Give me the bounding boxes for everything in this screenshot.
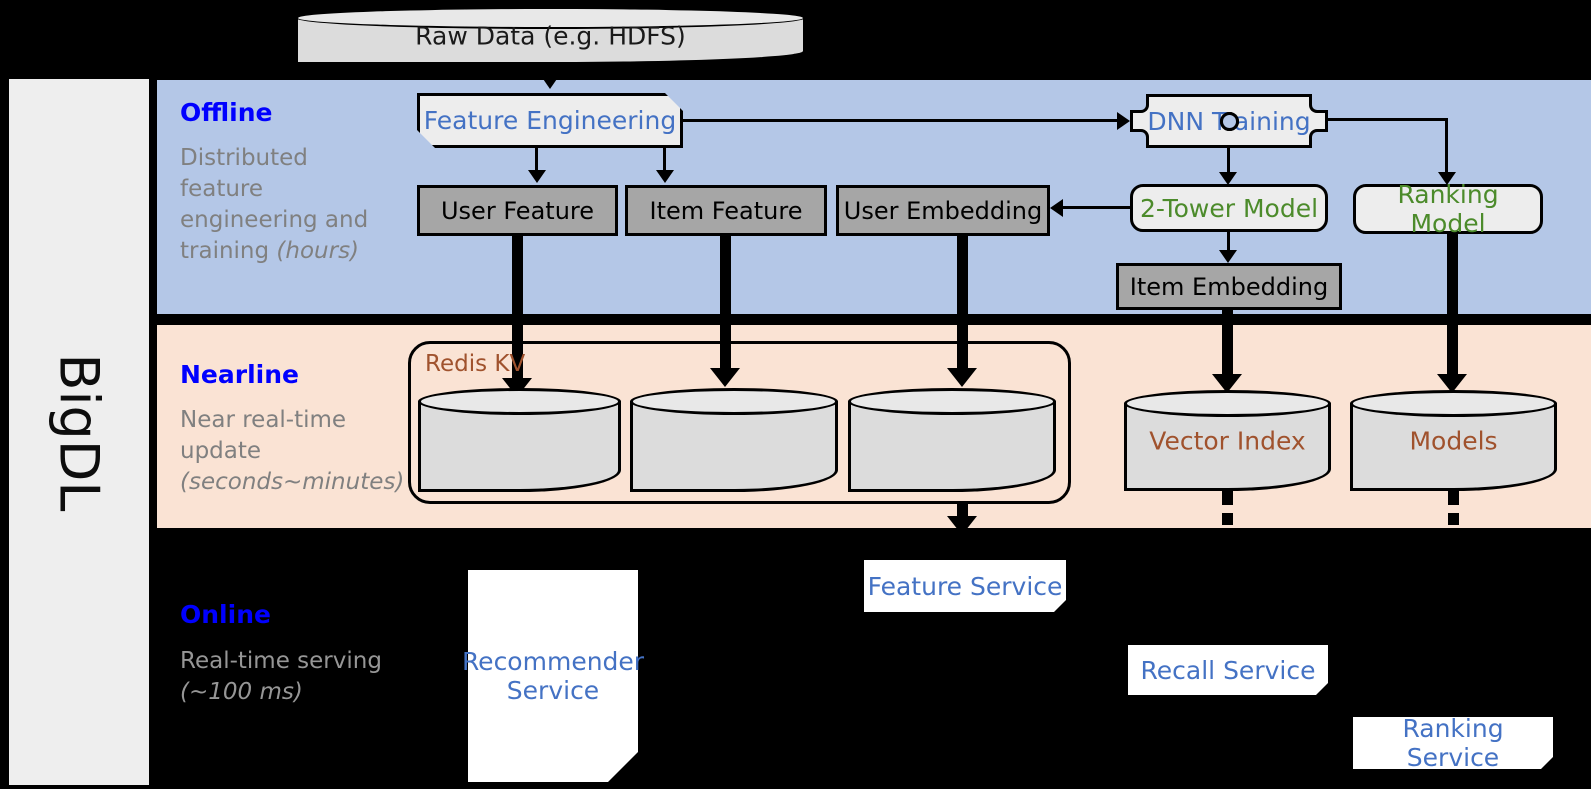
arrowhead-rawdata-fe [541,76,559,89]
models-label: Models [1409,426,1498,455]
notch-bottom-left [1130,129,1149,148]
connector-dnn-twotower [1227,148,1230,178]
cylinder-top-ellipse-icon [848,388,1056,415]
section-title-nearline: Nearline [180,360,299,389]
node-ranking-service[interactable]: Ranking Service [1353,714,1553,772]
node-recommender-service[interactable]: Recommender Service [462,570,644,782]
page-fold-corner-icon [1054,600,1066,612]
cylinder-top-ellipse-icon [630,388,838,415]
arrowhead-dnn-ranking [1438,172,1456,185]
connector-rawdata-fe [549,64,552,80]
section-desc-offline: Distributed feature engineering and trai… [180,143,395,267]
vector-index-label: Vector Index [1149,426,1306,455]
node-item-embedding[interactable]: Item Embedding [1116,263,1342,310]
connector-userfeature-store [512,236,523,384]
connector-itemembedding-vectorindex [1222,310,1233,380]
connector-userembedding-store [957,236,968,374]
recall-service-label: Recall Service [1140,655,1316,685]
arrowhead-fe-itemfeature [656,170,674,183]
redis-kv-group [408,341,1071,504]
item-feature-label: Item Feature [649,196,803,225]
ranking-model-label: Ranking Model [1397,180,1499,238]
arrowhead-fe-dnn [1117,112,1130,130]
arrowhead-itemembedding-vectorindex [1212,374,1242,393]
nearline-desc-italic: (seconds~minutes) [180,469,405,495]
section-title-online: Online [180,600,271,629]
arrowhead-userembedding-store [947,368,977,387]
recommender-service-label: Recommender Service [461,647,645,705]
page-fold-corner-icon [1316,683,1328,695]
online-desc-plain: Real-time serving [180,648,382,674]
node-user-embedding[interactable]: User Embedding [836,185,1050,236]
connector-vectorindex-recall-b [1222,513,1233,525]
notch-top-right [1309,94,1328,113]
cylinder-top-ellipse-icon [418,388,621,415]
node-user-feature[interactable]: User Feature [417,185,618,236]
redis-kv-label: Redis KV [425,351,526,377]
arrowhead-itemfeature-store [710,368,740,387]
bigdl-rail: BigDL [7,77,151,787]
notch-bottom-right [1309,129,1328,148]
arrowhead-redis-featureservice [947,516,977,535]
item-embedding-label: Item Embedding [1129,272,1329,301]
connector-fe-itemfeature [663,148,666,173]
node-item-feature[interactable]: Item Feature [625,185,827,236]
feature-service-label: Feature Service [867,571,1063,601]
connector-redis-featureservice [957,504,968,518]
node-recall-service[interactable]: Recall Service [1128,645,1328,695]
ranking-service-label: Ranking Service [1402,714,1504,772]
cylinder-body [848,401,1056,492]
node-ranking-model[interactable]: Ranking Model [1353,180,1543,238]
store-models[interactable]: Models [1350,390,1557,491]
connector-models-ranking-a [1448,489,1459,505]
offline-desc-plain: Distributed feature engineering and trai… [180,145,369,264]
connector-rankingmodel-models [1447,234,1458,380]
nearline-desc-plain: Near real-time update [180,407,347,464]
section-desc-nearline: Near real-time update (seconds~minutes) [180,405,404,498]
node-feature-service[interactable]: Feature Service [864,560,1066,612]
raw-data-store: Raw Data (e.g. HDFS) [296,7,805,64]
store-item-feature[interactable] [630,388,838,492]
store-user-feature[interactable] [418,388,621,492]
feature-engineering-label: Feature Engineering [423,106,677,135]
cylinder-body [418,401,621,492]
connector-models-ranking-b [1448,513,1459,525]
cylinder-body [630,401,838,492]
connector-vectorindex-recall-a [1222,489,1233,505]
node-two-tower-model[interactable]: 2-Tower Model [1130,184,1328,232]
user-embedding-label: User Embedding [843,196,1043,225]
bigdl-label: BigDL [47,353,111,511]
connector-twotower-itemembedding [1227,232,1230,256]
cylinder-top-ellipse-icon [1350,390,1557,417]
connector-twotower-userembedding [1063,206,1131,209]
store-user-embedding[interactable] [848,388,1056,492]
online-desc-italic: (~100 ms) [180,679,303,705]
connector-fe-dnn [683,119,1117,122]
user-feature-label: User Feature [440,196,595,225]
arrowhead-dnn-twotower [1219,172,1237,185]
raw-data-label: Raw Data (e.g. HDFS) [415,21,686,50]
connector-dnn-ranking-v [1445,118,1448,176]
notch-top-left [1130,94,1149,113]
node-dnn-training[interactable]: DNN Training [1130,94,1328,148]
two-tower-model-label: 2-Tower Model [1139,193,1319,223]
connector-dnn-ranking-h [1328,118,1448,121]
arrowhead-twotower-itemembedding [1219,250,1237,263]
cylinder-top-ellipse-icon [1124,390,1331,417]
dnn-training-label: DNN Training [1147,106,1311,136]
node-feature-engineering[interactable]: Feature Engineering [417,93,683,148]
page-fold-corner-icon [608,752,638,782]
arrowhead-twotower-userembedding [1050,199,1063,217]
cylinder-top-ellipse-icon [296,7,805,29]
arrowhead-rankingmodel-models [1437,374,1467,393]
page-fold-corner-icon [1541,757,1553,769]
offline-desc-italic: (hours) [276,238,360,264]
connector-fe-userfeature [535,148,538,173]
connector-itemfeature-store [720,236,731,374]
section-title-offline: Offline [180,98,273,127]
section-desc-online: Real-time serving (~100 ms) [180,646,395,708]
arrowhead-fe-userfeature [528,170,546,183]
store-vector-index[interactable]: Vector Index [1124,390,1331,491]
